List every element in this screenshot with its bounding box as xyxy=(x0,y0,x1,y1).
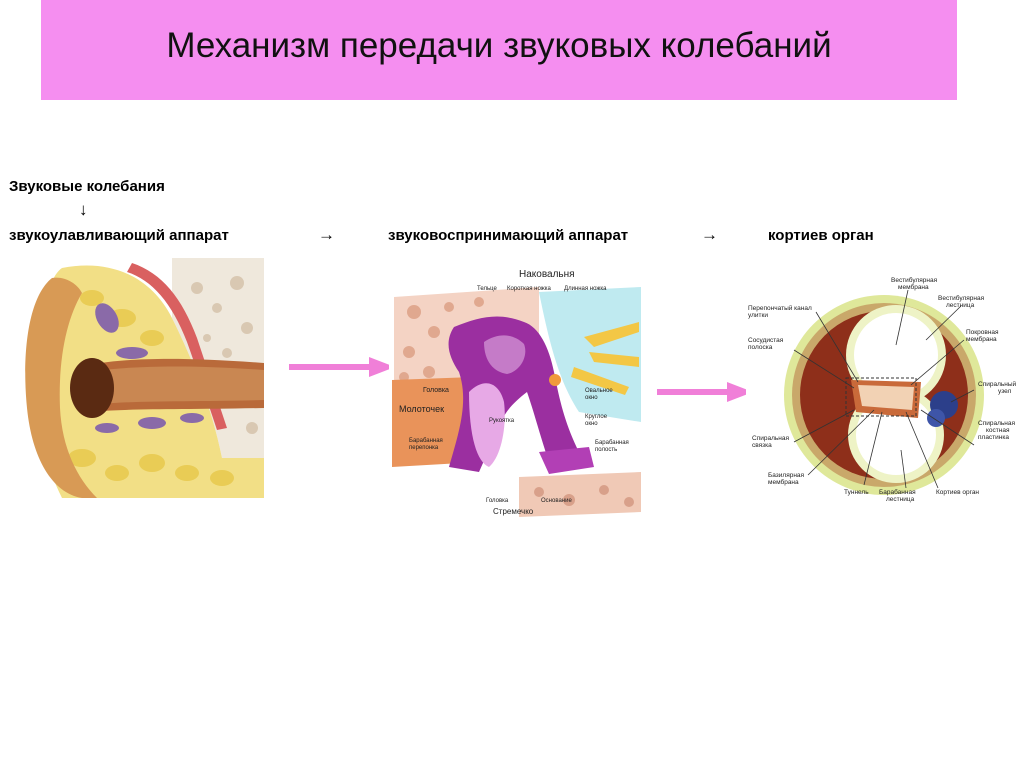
bony-lamina-label: костная xyxy=(986,427,1010,434)
right-arrow-icon: → xyxy=(318,225,335,244)
tectorial-membrane-label: мембрана xyxy=(966,335,997,343)
tympanic-membrane-label: Барабанная xyxy=(409,438,443,444)
vestibular-scala-label: Вестибулярная xyxy=(938,294,985,302)
body-label: Тельце xyxy=(477,286,497,292)
vestibular-membrane-label: Вестибулярная xyxy=(891,276,938,284)
middle-ear-illustration: Наковальня Тельце Короткая ножка Длинная… xyxy=(389,262,641,522)
stapes-label: Стремечко xyxy=(493,507,534,516)
spiral-ligament-label: Спиральная xyxy=(752,435,789,442)
round-window-label: Круглое xyxy=(585,414,608,420)
long-process-label: Длинная ножка xyxy=(564,286,607,292)
base-label: Основание xyxy=(541,498,572,504)
stria-vascularis-label: полоска xyxy=(748,344,773,351)
spiral-ganglion-label: узел xyxy=(998,388,1012,395)
cochlea-illustration: Вестибулярная мембрана Перепончатый кана… xyxy=(746,270,1022,510)
right-arrow-icon: → xyxy=(701,225,718,244)
tympanic-cavity-label: Барабанная xyxy=(595,440,629,446)
stapes-head-label: Головка xyxy=(486,498,509,504)
handle-label: Рукоятка xyxy=(489,418,515,424)
tunnel-label: Туннель xyxy=(844,489,869,496)
down-arrow-icon: ↓ xyxy=(79,200,88,219)
membranous-canal-label: Перепончатый канал xyxy=(748,304,812,312)
oval-window-label: окно xyxy=(585,395,598,401)
stria-vascularis-label: Сосудистая xyxy=(748,337,784,344)
tympanic-cavity-label: полость xyxy=(595,447,617,453)
bony-lamina-label: пластинка xyxy=(978,434,1009,441)
spiral-ganglion-label: Спиральный xyxy=(978,380,1017,388)
sound-vibrations-label: Звуковые колебания xyxy=(9,178,165,195)
vestibular-membrane-label: мембрана xyxy=(898,283,929,291)
flow-arrow-icon xyxy=(289,357,395,377)
outer-ear-illustration xyxy=(22,258,264,498)
tectorial-membrane-label: Покровная xyxy=(966,329,999,336)
corti-organ-label: кортиев орган xyxy=(768,227,874,244)
vestibular-scala-label: лестница xyxy=(946,302,975,309)
flow-arrow-icon xyxy=(657,382,753,402)
collecting-apparatus-label: звукоулавливающий аппарат xyxy=(9,227,229,244)
tympanic-scala-label: Барабанная xyxy=(879,488,916,496)
tympanic-membrane-label: перепонка xyxy=(409,445,439,451)
page-title: Механизм передачи звуковых колебаний xyxy=(166,26,832,65)
bony-lamina-label: Спиральная xyxy=(978,420,1015,427)
malleus-label: Молоточек xyxy=(399,404,444,414)
basilar-membrane-label: мембрана xyxy=(768,478,799,486)
oval-window-label: Овальное xyxy=(585,388,613,394)
receiving-apparatus-label: звуковоспринимающий аппарат xyxy=(388,227,629,244)
spiral-ligament-label: связка xyxy=(752,442,772,449)
basilar-membrane-label: Базилярная xyxy=(768,472,805,479)
short-process-label: Короткая ножка xyxy=(507,286,551,292)
tympanic-scala-label: лестница xyxy=(886,496,915,503)
round-window-label: окно xyxy=(585,421,598,427)
corti-organ-diagram-label: Кортиев орган xyxy=(936,489,979,496)
membranous-canal-label: улитки xyxy=(748,312,768,319)
title-banner: Механизм передачи звуковых колебаний xyxy=(41,0,957,100)
head-malleus-label: Головка xyxy=(423,387,449,394)
incus-label: Наковальня xyxy=(519,269,575,280)
